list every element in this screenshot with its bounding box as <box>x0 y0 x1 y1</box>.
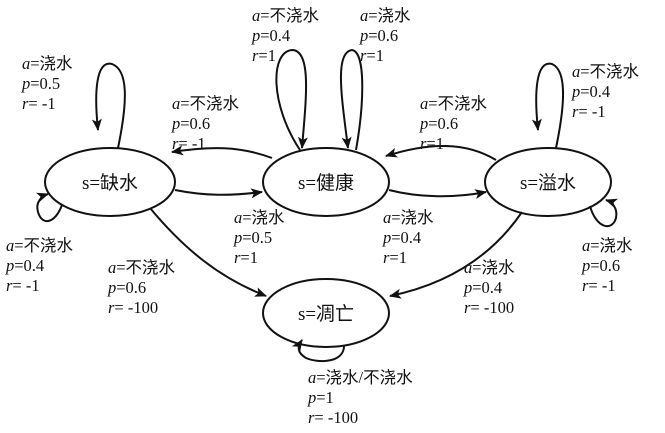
label-action: a=不浇水 <box>420 94 488 113</box>
label-overflow-to-dead: a=浇水 p=0.4 r= -100 <box>464 258 515 318</box>
edge-overflow-self-bottom <box>589 198 619 228</box>
label-action: a=不浇水 <box>172 94 240 113</box>
label-prob: p=1 <box>308 388 334 407</box>
label-reward: r= -100 <box>464 298 515 317</box>
edge-lack-self-top <box>91 62 126 149</box>
label-healthy-to-overflow: a=浇水 p=0.4 r=1 <box>383 208 434 268</box>
label-reward: r=1 <box>252 46 276 65</box>
edge-overflow-to-dead <box>389 211 523 299</box>
edge-overflow-to-healthy <box>385 144 497 161</box>
label-prob: p=0.6 <box>360 26 399 45</box>
label-prob: p=0.6 <box>420 114 459 133</box>
label-prob: p=0.4 <box>252 26 291 45</box>
state-node-lack: s=缺水 <box>44 147 176 217</box>
label-action: a=浇水/不浇水 <box>308 368 413 387</box>
edge-healthy-self-yes <box>339 48 364 151</box>
label-reward: r= -1 <box>22 94 56 113</box>
edge-lack-self-bottom <box>35 192 63 222</box>
label-overflow-to-healthy: a=不浇水 p=0.6 r=1 <box>420 94 487 154</box>
label-prob: p=0.4 <box>383 228 422 247</box>
label-reward: r=1 <box>383 248 407 267</box>
label-action: a=浇水 <box>464 258 515 277</box>
label-prob: p=0.6 <box>108 278 147 297</box>
label-action: a=浇水 <box>582 236 633 255</box>
label-healthy-self-no: a=不浇水 p=0.4 r=1 <box>252 6 319 66</box>
label-reward: r= -1 <box>6 276 40 295</box>
label-healthy-to-lack: a=不浇水 p=0.6 r= -1 <box>172 94 239 154</box>
label-prob: p=0.4 <box>464 278 503 297</box>
edge-dead-self <box>291 339 345 363</box>
state-label-lack: s=缺水 <box>82 172 138 194</box>
label-prob: p=0.6 <box>172 114 211 133</box>
label-prob: p=0.4 <box>6 256 45 275</box>
label-reward: r=1 <box>234 248 258 267</box>
edge-lack-to-healthy <box>174 188 263 199</box>
state-label-healthy: s=健康 <box>298 172 354 194</box>
label-overflow-self-yes: a=浇水 p=0.6 r= -1 <box>582 236 633 296</box>
state-label-overflow: s=溢水 <box>520 172 576 194</box>
label-action: a=不浇水 <box>6 236 74 255</box>
label-action: a=浇水 <box>22 54 73 73</box>
state-label-dead: s=凋亡 <box>298 303 354 325</box>
label-prob: p=0.5 <box>234 228 273 247</box>
label-reward: r= -100 <box>108 298 159 317</box>
state-node-healthy: s=健康 <box>262 147 390 217</box>
label-lack-self-low: a=不浇水 p=0.4 r= -1 <box>6 236 73 296</box>
edge-healthy-self-no <box>275 48 308 151</box>
edge-lack-to-dead <box>149 207 267 297</box>
label-action: a=不浇水 <box>108 258 176 277</box>
label-reward: r=1 <box>360 46 384 65</box>
label-action: a=浇水 <box>360 6 411 25</box>
label-action: a=不浇水 <box>252 6 320 25</box>
label-reward: r=1 <box>420 134 444 153</box>
label-healthy-self-yes: a=浇水 p=0.6 r=1 <box>360 6 411 66</box>
label-overflow-self-no: a=不浇水 p=0.4 r= -1 <box>572 62 639 122</box>
label-prob: p=0.4 <box>572 82 611 101</box>
edge-overflow-self-top <box>531 62 564 149</box>
label-lack-to-dead: a=不浇水 p=0.6 r= -100 <box>108 258 175 318</box>
label-reward: r= -100 <box>308 408 359 427</box>
label-action: a=浇水 <box>383 208 434 227</box>
label-reward: r= -1 <box>582 276 616 295</box>
state-node-overflow: s=溢水 <box>484 147 612 217</box>
label-dead-self: a=浇水/不浇水 p=1 r= -100 <box>308 368 413 428</box>
label-lack-self: a=浇水 p=0.5 r= -1 <box>22 54 73 114</box>
edge-healthy-to-lack <box>171 145 273 159</box>
label-reward: r= -1 <box>172 134 206 153</box>
label-prob: p=0.6 <box>582 256 621 275</box>
label-action: a=不浇水 <box>572 62 640 81</box>
label-reward: r= -1 <box>572 102 606 121</box>
label-action: a=浇水 <box>234 208 285 227</box>
label-prob: p=0.5 <box>22 74 61 93</box>
edge-healthy-to-overflow <box>388 189 487 199</box>
label-lack-to-healthy: a=浇水 p=0.5 r=1 <box>234 208 285 268</box>
state-node-dead: s=凋亡 <box>262 278 390 348</box>
